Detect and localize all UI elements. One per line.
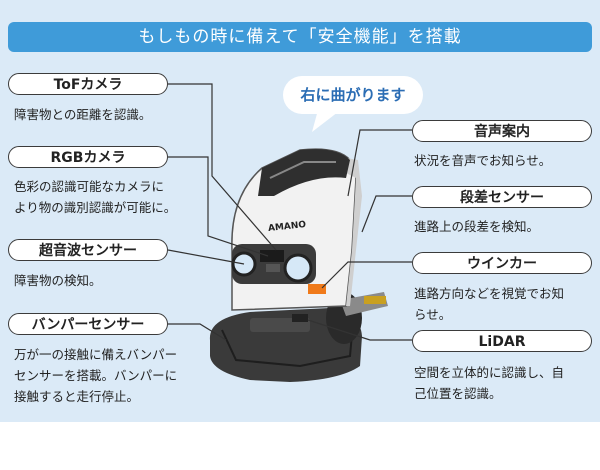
desc-step-sensor: 進路上の段差を検知。 xyxy=(414,216,539,237)
line-winker xyxy=(321,261,412,289)
winker-light xyxy=(308,284,326,294)
line-lidar xyxy=(307,319,412,341)
desc-line: より物の識別認識が可能に。 xyxy=(14,200,177,215)
desc-ultrasonic-sensor: 障害物の検知。 xyxy=(14,270,102,291)
desc-line: 障害物の検知。 xyxy=(14,273,102,288)
line-bumper xyxy=(168,323,227,341)
line-rgb xyxy=(168,156,269,257)
desc-line: 空間を立体的に認識し、自 xyxy=(414,365,565,380)
label-step-sensor: 段差センサー xyxy=(412,186,592,208)
ultrasonic-right xyxy=(283,253,313,283)
banner-title: もしもの時に備えて「安全機能」を搭載 xyxy=(8,22,592,52)
desc-line: 状況を音声でお知らせ。 xyxy=(414,153,552,168)
desc-line: 障害物との距離を認識。 xyxy=(14,107,152,122)
bubble-tail xyxy=(312,110,338,132)
speech-bubble: 右に曲がります xyxy=(283,76,423,114)
desc-line: 色彩の認識可能なカメラに xyxy=(14,179,165,194)
robot-bumper xyxy=(209,308,362,382)
desc-line: 進路方向などを視覚でお知 xyxy=(414,286,565,301)
desc-lidar: 空間を立体的に認識し、自 己位置を認識。 xyxy=(414,362,564,404)
lidar-window xyxy=(292,314,308,322)
desc-tof-camera: 障害物との距離を認識。 xyxy=(14,104,151,125)
line-tof xyxy=(168,83,277,251)
line-ultrasonic xyxy=(167,249,245,265)
desc-line: 万が一の接触に備えバンパー xyxy=(14,347,178,362)
desc-rgb-camera: 色彩の認識可能なカメラに より物の識別認識が可能に。 xyxy=(14,176,176,218)
line-step xyxy=(361,195,412,233)
desc-line: らせ。 xyxy=(414,307,452,322)
label-bumper-sensor: バンパーセンサー xyxy=(8,313,168,335)
label-ultrasonic-sensor: 超音波センサー xyxy=(8,239,168,261)
label-winker: ウインカー xyxy=(412,252,592,274)
robot-top xyxy=(258,149,350,196)
desc-line: 接触すると走行停止。 xyxy=(14,389,140,404)
desc-bumper-sensor: 万が一の接触に備えバンパー センサーを搭載。バンパーに 接触すると走行停止。 xyxy=(14,344,177,407)
line-voice xyxy=(347,129,412,197)
desc-voice-guidance: 状況を音声でお知らせ。 xyxy=(414,150,551,171)
camera-module xyxy=(260,250,284,262)
desc-line: 己位置を認識。 xyxy=(414,386,502,401)
desc-line: 進路上の段差を検知。 xyxy=(414,219,540,234)
label-lidar: LiDAR xyxy=(412,330,592,352)
desc-winker: 進路方向などを視覚でお知 らせ。 xyxy=(414,283,564,325)
label-voice-guidance: 音声案内 xyxy=(412,120,592,142)
label-rgb-camera: RGBカメラ xyxy=(8,146,168,168)
label-tof-camera: ToFカメラ xyxy=(8,73,168,95)
desc-line: センサーを搭載。バンパーに xyxy=(14,368,178,383)
